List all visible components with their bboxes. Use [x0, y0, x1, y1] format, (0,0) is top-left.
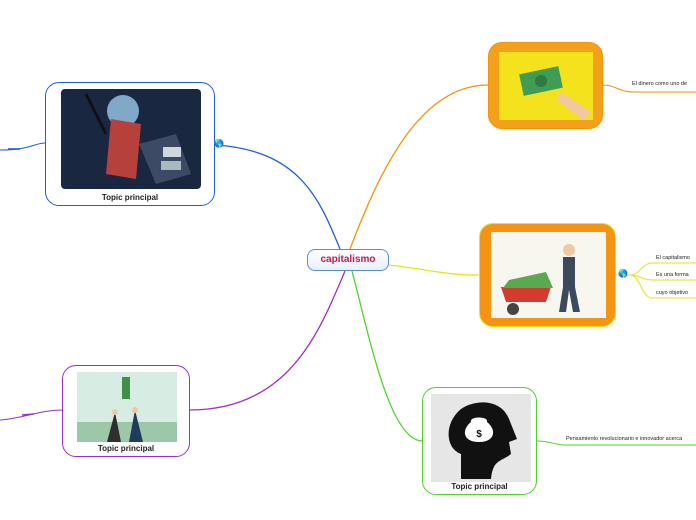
- branch-line-purple: [189, 270, 346, 411]
- topic-blue[interactable]: Topic principal: [45, 82, 215, 206]
- subtopic-label[interactable]: Pensamiento revolucionario e innovador a…: [566, 436, 683, 442]
- image-head-money-bag: $: [431, 394, 531, 482]
- topic-yellow[interactable]: [479, 223, 616, 327]
- central-topic[interactable]: capitalismo: [307, 249, 389, 271]
- topic-purple[interactable]: Topic principal: [62, 365, 190, 457]
- image-dollar-bill: [499, 52, 593, 120]
- topic-caption: Topic principal: [97, 444, 155, 453]
- branch-line-yellow: [388, 264, 480, 276]
- globe-icon: 🌎: [618, 269, 628, 278]
- branch-line-orange: [349, 84, 489, 250]
- branch-line-green: [351, 270, 423, 442]
- image-hands-reaching-money: [77, 372, 177, 442]
- topic-green[interactable]: $ Topic principal: [422, 387, 537, 495]
- branch-line-orange-right: [602, 84, 696, 93]
- topic-caption: Topic principal: [451, 482, 508, 491]
- branch-line-green-right: [536, 440, 696, 446]
- branch-line-blue: [214, 144, 341, 250]
- subtopic-label[interactable]: Es una forma: [656, 272, 689, 278]
- svg-text:$: $: [476, 429, 482, 440]
- topic-caption: Topic principal: [101, 193, 159, 202]
- image-wheelbarrow-money: [491, 232, 606, 318]
- subtopic-label[interactable]: El capitalismo: [656, 255, 690, 261]
- subtopic-label[interactable]: cuyo objetivo: [656, 290, 689, 296]
- subtopic-label[interactable]: El dinero como uno de: [632, 81, 688, 87]
- branch-line-blue-left: [0, 142, 46, 151]
- image-globe-money-bag: [61, 89, 201, 189]
- globe-icon: 🌎: [214, 139, 224, 148]
- topic-orange[interactable]: [488, 42, 603, 129]
